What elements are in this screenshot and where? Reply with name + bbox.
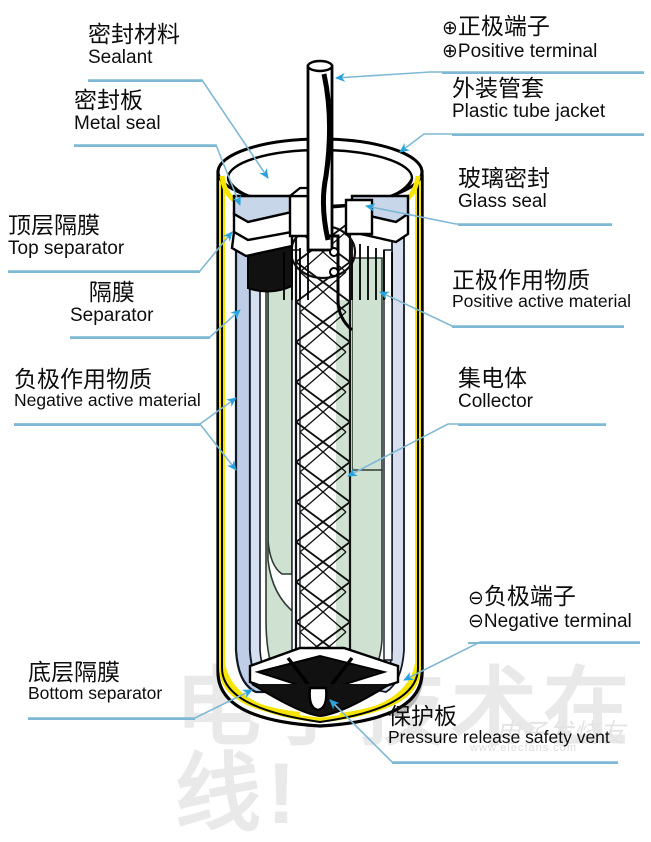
label-sealant: 密封材料 Sealant (88, 21, 180, 69)
jacket-outline (221, 176, 419, 724)
leader-negative-material-b (14, 423, 237, 471)
label-pressure-vent: 保护板 Pressure release safety vent (388, 704, 610, 747)
label-negative-material: 负极作用物质 Negative active material (14, 367, 201, 410)
label-bottom-separator: 底层隔膜 Bottom separator (28, 660, 162, 703)
label-negative-terminal-cn: ⊖负极端子 (468, 583, 576, 610)
underline-plastic-jacket (452, 134, 644, 136)
label-pressure-vent-cn: 保护板 (388, 703, 457, 729)
label-negative-terminal-en: ⊖Negative terminal (468, 611, 632, 632)
pressure-vent-nipple (308, 686, 328, 712)
label-pressure-vent-en: Pressure release safety vent (388, 727, 610, 747)
underline-negative-material (14, 424, 200, 426)
label-collector: 集电体 Collector (458, 365, 533, 413)
plastic-jacket-bottom (219, 659, 421, 723)
label-positive-terminal-cn: ⊕正极端子 (442, 13, 550, 40)
underline-negative-terminal (468, 642, 640, 644)
label-positive-material-cn: 正极作用物质 (452, 267, 590, 293)
plus-circle-icon-en: ⊕ (442, 41, 458, 62)
label-metal-seal: 密封板 Metal seal (74, 87, 161, 135)
label-sealant-cn: 密封材料 (88, 21, 180, 47)
underline-glass-seal (458, 224, 612, 226)
label-top-separator: 顶层隔膜 Top separator (8, 212, 125, 260)
tab-rivet-2 (329, 267, 339, 277)
leader-collector (347, 423, 606, 477)
label-positive-material-en: Positive active material (452, 291, 631, 311)
underline-sealant (88, 80, 202, 82)
cap-fins (283, 242, 393, 300)
label-collector-en: Collector (458, 391, 533, 412)
label-plastic-jacket: 外装管套 Plastic tube jacket (452, 75, 606, 123)
label-positive-terminal: ⊕正极端子 ⊕Positive terminal (442, 13, 598, 63)
label-plastic-jacket-cn: 外装管套 (452, 75, 544, 101)
leader-negative-terminal (403, 641, 640, 681)
underline-top-separator (8, 271, 200, 273)
underline-separator (70, 337, 210, 339)
leader-metal-seal (74, 144, 241, 206)
underline-collector (458, 424, 606, 426)
terminal-pin-shadow (320, 73, 333, 241)
label-bottom-separator-cn: 底层隔膜 (28, 659, 120, 685)
underline-positive-terminal (442, 72, 644, 74)
label-metal-seal-en: Metal seal (74, 113, 161, 134)
rim-jacket-left (219, 175, 236, 202)
underline-metal-seal (74, 145, 216, 147)
underline-bottom-separator (28, 718, 195, 720)
label-separator: 隔膜 Separator (70, 279, 154, 327)
underline-pressure-vent (392, 762, 618, 764)
label-positive-terminal-en: ⊕Positive terminal (442, 41, 598, 62)
label-negative-terminal: ⊖负极端子 ⊖Negative terminal (468, 583, 632, 633)
battery-cutaway-illustration (216, 59, 424, 728)
label-separator-cn: 隔膜 (88, 279, 135, 305)
label-glass-seal-en: Glass seal (458, 191, 547, 212)
label-negative-material-en: Negative active material (14, 390, 201, 410)
plus-circle-icon: ⊕ (442, 18, 458, 39)
internal-stack (234, 194, 405, 718)
label-bottom-separator-en: Bottom separator (28, 683, 163, 703)
label-glass-seal-cn: 玻璃密封 (458, 165, 550, 191)
underline-positive-material (452, 326, 624, 328)
label-plastic-jacket-en: Plastic tube jacket (452, 101, 606, 122)
label-separator-en: Separator (70, 305, 154, 326)
terminal-tab (326, 234, 354, 332)
positive-terminal-top (306, 59, 334, 73)
minus-circle-icon: ⊖ (468, 588, 484, 609)
label-negative-material-cn: 负极作用物质 (14, 366, 152, 392)
leader-plastic-jacket (399, 133, 644, 153)
label-top-separator-en: Top separator (8, 238, 125, 259)
label-top-separator-cn: 顶层隔膜 (8, 212, 100, 238)
label-glass-seal: 玻璃密封 Glass seal (458, 165, 550, 213)
label-collector-cn: 集电体 (458, 365, 527, 391)
label-sealant-en: Sealant (88, 47, 153, 68)
label-metal-seal-cn: 密封板 (74, 87, 143, 113)
diagram-canvas: 电子技术在线! 电子发烧友 www.elecfans.com (8, 13, 644, 837)
minus-circle-icon-en: ⊖ (468, 611, 484, 632)
tab-rivet-1 (329, 247, 339, 257)
label-positive-material: 正极作用物质 Positive active material (452, 268, 631, 311)
